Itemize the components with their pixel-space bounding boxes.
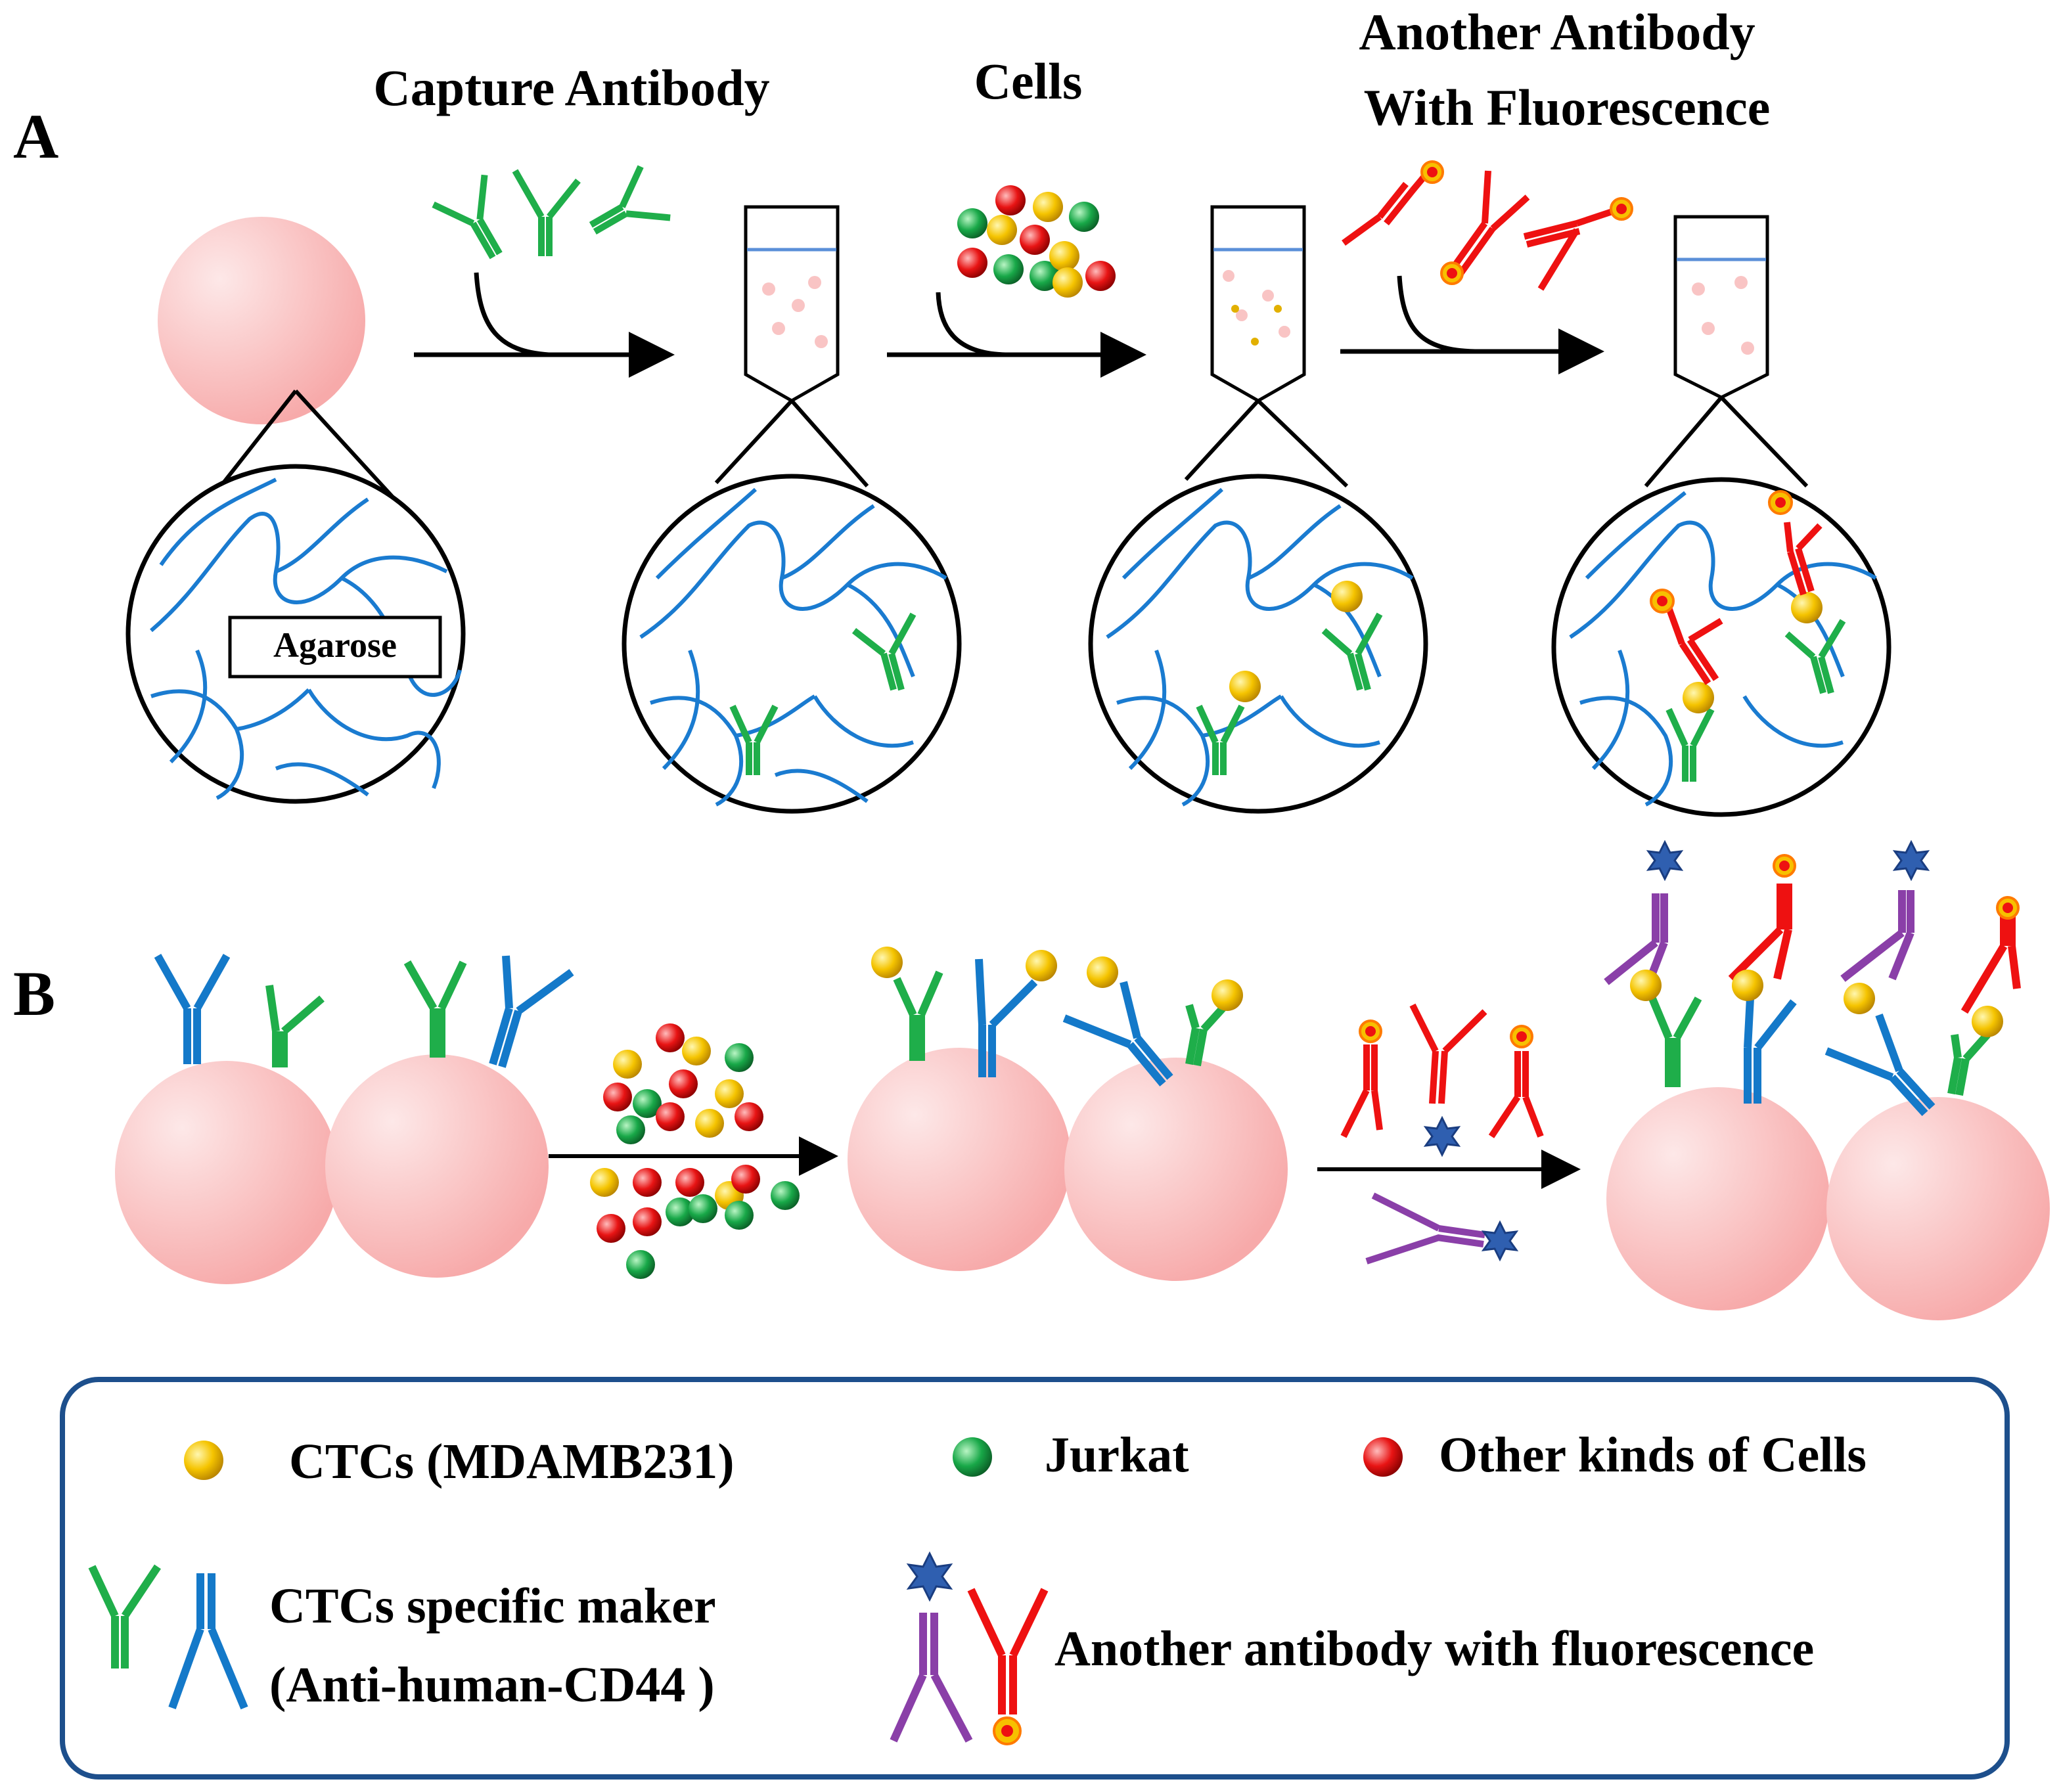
bead-b5 bbox=[1606, 1087, 1830, 1310]
other-cells-swatch bbox=[1363, 1437, 1403, 1477]
tube-step-4 bbox=[1673, 215, 1769, 399]
tube-step-3 bbox=[1210, 205, 1306, 403]
fluorescent-antibodies-b bbox=[1340, 1003, 1544, 1265]
step-label-another-antibody-line1: Another Antibody bbox=[1359, 3, 1755, 60]
bead-b4 bbox=[1064, 1058, 1288, 1281]
legend-marker-line1: CTCs specific maker bbox=[269, 1579, 716, 1634]
zoom-circle-step-3 bbox=[1088, 474, 1428, 814]
cell-mixture-cluster-b bbox=[590, 1023, 800, 1279]
step-label-cells: Cells bbox=[974, 53, 1083, 110]
jurkat-swatch bbox=[953, 1437, 992, 1477]
arrow-2-curve bbox=[936, 292, 1006, 357]
step-label-another-antibody-line2: With Fluorescence bbox=[1364, 79, 1771, 136]
capture-antibodies-on-beads-b bbox=[154, 954, 574, 1068]
red-fluor-dot-core bbox=[1001, 1725, 1013, 1737]
agarose-label: Agarose bbox=[273, 625, 397, 665]
legend-other-cells: Other kinds of Cells bbox=[1439, 1427, 1867, 1483]
final-fluor-labels-b bbox=[1646, 840, 2020, 920]
arrow-3-curve bbox=[1397, 275, 1476, 354]
legend-ctcs: CTCs (MDAMB231) bbox=[289, 1434, 735, 1489]
captured-cells-b bbox=[893, 958, 1232, 1086]
zoom-circle-step-4 bbox=[1551, 477, 1891, 817]
agarose-label-box bbox=[228, 616, 442, 679]
tube-step-2 bbox=[744, 205, 840, 403]
panel-label-b: B bbox=[13, 958, 55, 1029]
arrow-1-curve bbox=[474, 272, 549, 357]
legend-marker-line2: (Anti-human-CD44 ) bbox=[269, 1657, 715, 1713]
legend-fluorescent-antibody: Another antibody with fluorescence bbox=[1054, 1621, 1814, 1676]
zoom-circle-step-2 bbox=[622, 474, 962, 814]
bead-b3 bbox=[848, 1048, 1071, 1271]
legend-box bbox=[60, 1377, 2010, 1780]
final-complexes-b bbox=[1604, 884, 2021, 1117]
zoom-lines bbox=[221, 389, 1809, 508]
purple-fluor-star-icon bbox=[906, 1551, 953, 1602]
legend-jurkat: Jurkat bbox=[1045, 1427, 1189, 1483]
bead-b1 bbox=[115, 1061, 338, 1284]
step-label-capture-antibody: Capture Antibody bbox=[373, 59, 769, 116]
captured-ctcs-b bbox=[871, 947, 1243, 1011]
capture-antibodies-icon bbox=[432, 165, 671, 259]
final-ctcs-b bbox=[1630, 970, 2003, 1037]
zoom-circle-agarose: Agarose bbox=[125, 464, 466, 804]
fluor-labels-b bbox=[1359, 1019, 1533, 1262]
process-arrows bbox=[414, 272, 1604, 378]
bead-b2 bbox=[325, 1054, 549, 1278]
agarose-bead bbox=[158, 217, 365, 424]
fluorescent-antibody-legend-icon bbox=[890, 1588, 1049, 1743]
cell-mixture-cluster-a bbox=[957, 185, 1116, 298]
panel-label-a: A bbox=[13, 101, 58, 171]
capture-antibody-legend-icon bbox=[88, 1564, 248, 1710]
ctcs-swatch bbox=[184, 1441, 223, 1480]
fluorescent-antibodies-icon bbox=[1342, 160, 1633, 291]
bead-b6 bbox=[1826, 1097, 2050, 1320]
